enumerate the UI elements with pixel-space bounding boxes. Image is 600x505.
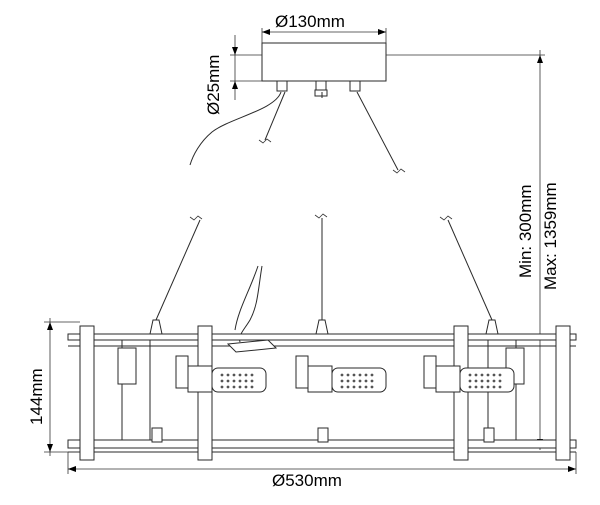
ceiling-canopy <box>261 42 387 97</box>
drop-max-label: Max: 1359mm <box>541 182 560 290</box>
canopy-height-dimension: Ø25mm <box>204 35 262 115</box>
drop-min-label: Min: 300mm <box>516 184 535 278</box>
canopy-diameter-dimension: Ø130mm <box>261 12 387 43</box>
canopy-height-label: Ø25mm <box>204 55 223 115</box>
suspension-cables <box>155 91 493 343</box>
fixture-frame <box>67 319 577 461</box>
canopy-diameter-label: Ø130mm <box>275 12 345 31</box>
led-lamps <box>175 355 515 393</box>
fixture-height-label: 144mm <box>27 368 46 425</box>
fixture-diameter-label: Ø530mm <box>272 471 342 490</box>
fixture-diameter-dimension: Ø530mm <box>67 452 577 490</box>
fixture-height-dimension: 144mm <box>27 318 80 456</box>
